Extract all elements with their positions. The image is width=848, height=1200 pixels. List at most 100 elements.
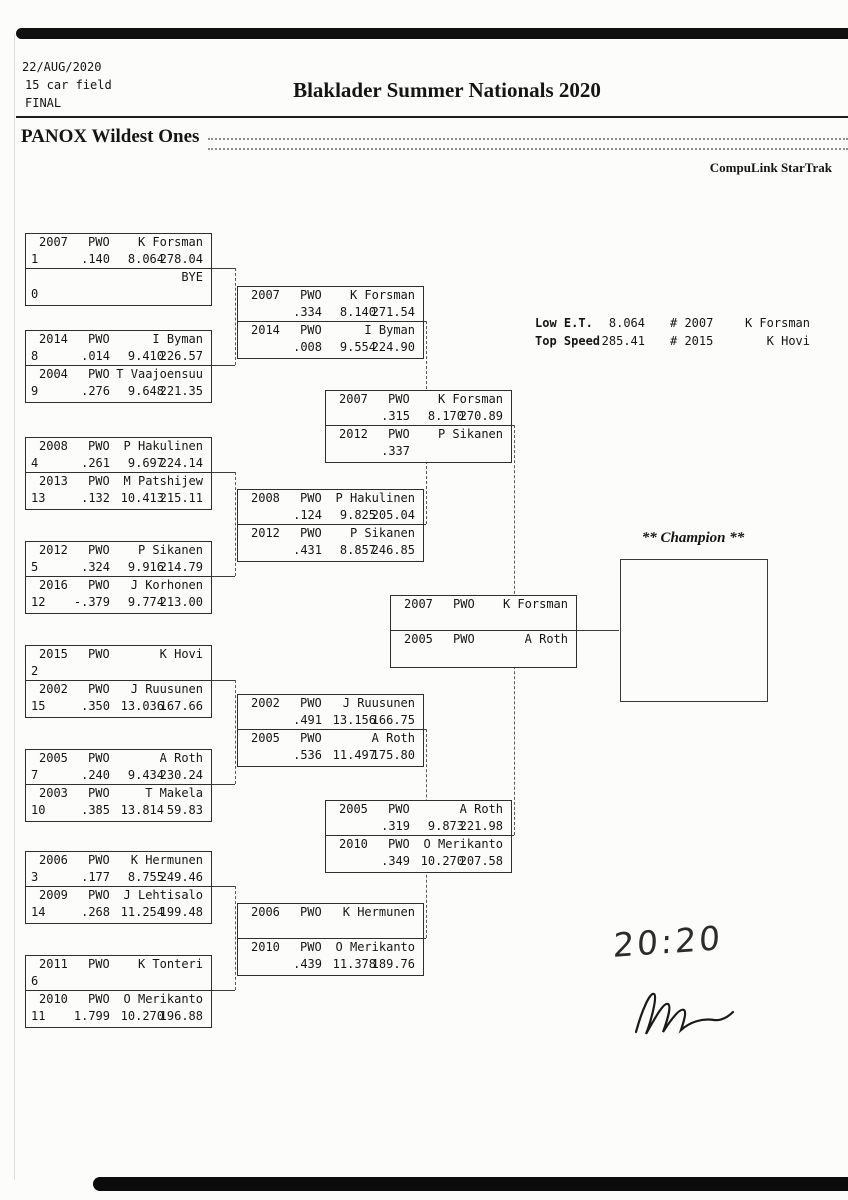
entry-speed: 278.04 [159, 252, 203, 266]
entry-driver: J Lehtisalo [123, 888, 203, 902]
entry-car-number: 2007 [39, 235, 68, 249]
entry-class: PWO [300, 491, 322, 505]
entry-car-number: 2011 [39, 957, 68, 971]
entry-driver: I Byman [152, 332, 203, 346]
entry-class: PWO [88, 853, 110, 867]
bracket-connector [235, 268, 236, 365]
entry-elapsed-time: 10.413 [120, 491, 164, 505]
entry-car-number: 2008 [251, 491, 280, 505]
entry-elapsed-time: 8.170 [427, 409, 464, 423]
entry-driver: T Vaajoensuu [116, 367, 203, 381]
entry-driver: P Sikanen [137, 543, 203, 557]
entry-reaction-time: .324 [81, 560, 110, 574]
entry-class: PWO [300, 288, 322, 302]
entry-reaction-time: .350 [81, 699, 110, 713]
entry-speed: 166.75 [371, 713, 415, 727]
entry-seed: 8 [31, 349, 39, 363]
bracket-connector [510, 425, 514, 426]
entry-elapsed-time: 11.378 [332, 957, 376, 971]
bracket-connector [510, 835, 514, 836]
bracket-connector [210, 990, 235, 991]
entry-speed: 189.76 [371, 957, 415, 971]
entry-reaction-time: .431 [293, 543, 322, 557]
entry-speed: 207.58 [459, 854, 503, 868]
scan-bottom-bar [93, 1177, 848, 1191]
class-title-underline [208, 138, 848, 150]
entry-elapsed-time: 9.774 [127, 595, 164, 609]
entry-reaction-time: .385 [81, 803, 110, 817]
scan-left-edge [14, 34, 15, 1180]
entry-car-number: 2003 [39, 786, 68, 800]
entry-speed: 224.90 [371, 340, 415, 354]
entry-elapsed-time: 8.064 [127, 252, 164, 266]
low-et-driver: K Forsman [744, 316, 810, 330]
entry-class: PWO [88, 888, 110, 902]
entry-elapsed-time: 8.755 [127, 870, 164, 884]
entry-class: PWO [300, 731, 322, 745]
bracket-connector [210, 268, 235, 269]
entry-times-line [391, 648, 576, 665]
entry-class: PWO [388, 802, 410, 816]
entry-reaction-time: .315 [381, 409, 410, 423]
entry-car-number: 2014 [39, 332, 68, 346]
bracket-connector [422, 938, 426, 939]
entry-car-number: 2009 [39, 888, 68, 902]
entry-class: PWO [388, 427, 410, 441]
entry-driver: P Hakulinen [123, 439, 203, 453]
entry-reaction-time: .008 [293, 340, 322, 354]
entry-class: PWO [300, 323, 322, 337]
round-label: FINAL [25, 96, 62, 110]
entry-class: PWO [88, 439, 110, 453]
entry-driver: I Byman [364, 323, 415, 337]
entry-car-number: 2007 [251, 288, 280, 302]
entry-seed: 2 [31, 664, 39, 678]
entry-reaction-time: .240 [81, 768, 110, 782]
entry-driver: K Hovi [159, 647, 203, 661]
entry-elapsed-time: 11.254 [120, 905, 164, 919]
entry-class: PWO [88, 992, 110, 1006]
entry-class: PWO [300, 696, 322, 710]
entry-elapsed-time: 13.036 [120, 699, 164, 713]
entry-class: PWO [453, 597, 475, 611]
entry-car-number: 2007 [339, 392, 368, 406]
timing-brand: CompuLink StarTrak [709, 160, 832, 175]
entry-elapsed-time: 9.873 [427, 819, 464, 833]
entry-car-number: 2010 [39, 992, 68, 1006]
entry-driver: O Merikanto [423, 837, 503, 851]
top-speed-driver: K Hovi [766, 334, 810, 348]
entry-seed: 11 [31, 1009, 46, 1023]
entry-seed: 10 [31, 803, 46, 817]
bracket-connector [210, 365, 235, 366]
entry-car-number: 2002 [39, 682, 68, 696]
entry-seed: 12 [31, 595, 46, 609]
entry-elapsed-time: 9.434 [127, 768, 164, 782]
entry-reaction-time: .439 [293, 957, 322, 971]
entry-car-number: 2006 [39, 853, 68, 867]
